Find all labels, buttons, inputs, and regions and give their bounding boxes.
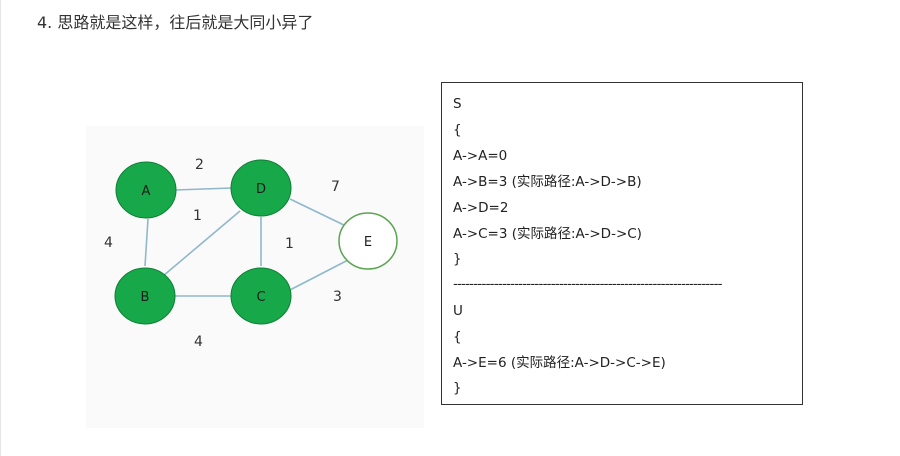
path-a-d: A->D=2 bbox=[453, 200, 509, 216]
node-e-label: E bbox=[364, 235, 372, 250]
node-e bbox=[338, 212, 398, 270]
path-a-b: A->B=3 (实际路径:A->D->B) bbox=[453, 174, 642, 190]
set-u-open-brace: { bbox=[453, 329, 462, 345]
edge-a-d bbox=[174, 187, 233, 191]
weight-b-c: 4 bbox=[194, 334, 203, 350]
edge-d-e bbox=[289, 198, 349, 228]
path-a-e: A->E=6 (实际路径:A->D->C->E) bbox=[453, 355, 666, 371]
node-d-label: D bbox=[256, 182, 266, 197]
node-b-label: B bbox=[141, 290, 150, 305]
node-c bbox=[230, 267, 292, 325]
edge-d-b bbox=[162, 210, 241, 277]
weight-d-b: 1 bbox=[193, 208, 202, 224]
node-c-label: C bbox=[256, 290, 265, 305]
node-a-label: A bbox=[142, 184, 151, 199]
weight-c-e: 3 bbox=[333, 289, 342, 305]
weight-d-e: 7 bbox=[331, 179, 340, 195]
node-a bbox=[115, 161, 177, 219]
node-d bbox=[230, 159, 292, 217]
weight-d-c: 1 bbox=[285, 236, 294, 252]
shortest-path-box: S { A->A=0 A->B=3 (实际路径:A->D->B) A->D=2 … bbox=[441, 82, 803, 405]
set-u-label: U bbox=[453, 303, 463, 319]
section-divider: ----------------------------------------… bbox=[453, 276, 723, 292]
set-s-open-brace: { bbox=[453, 122, 462, 138]
path-a-c: A->C=3 (实际路径:A->D->C) bbox=[453, 226, 642, 242]
weight-a-d: 2 bbox=[195, 157, 204, 173]
edge-c-e bbox=[289, 258, 351, 291]
path-a-a: A->A=0 bbox=[453, 148, 508, 164]
weight-a-b: 4 bbox=[104, 235, 113, 251]
section-heading: 4. 思路就是这样，往后就是大同小异了 bbox=[37, 13, 314, 32]
set-s-label: S bbox=[453, 96, 462, 112]
left-border-line bbox=[0, 0, 1, 456]
set-s-close-brace: } bbox=[453, 251, 462, 267]
node-b bbox=[114, 267, 176, 325]
edge-a-b bbox=[144, 218, 149, 267]
set-u-close-brace: } bbox=[453, 380, 462, 396]
